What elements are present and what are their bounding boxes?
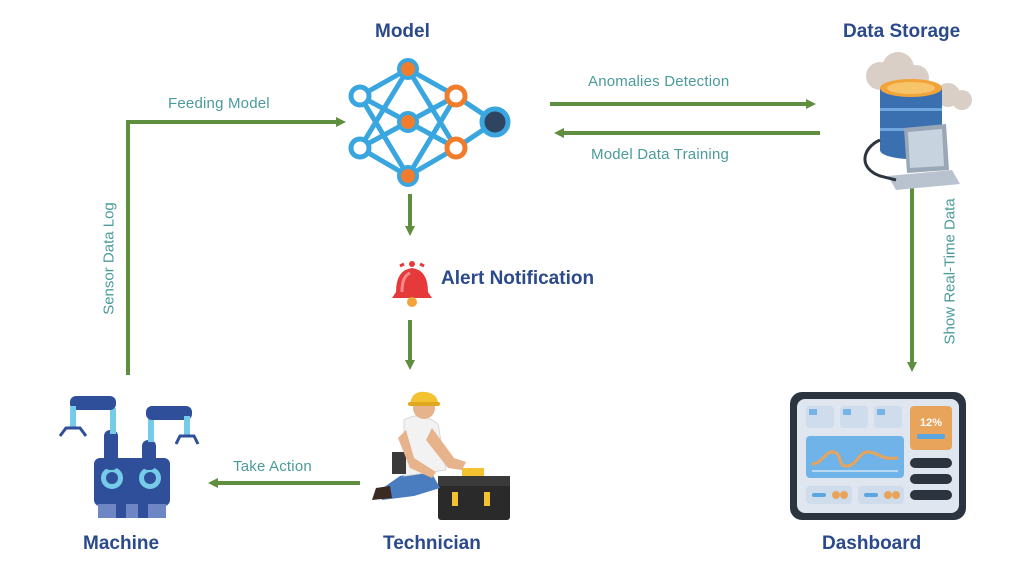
alert-notification-title: Alert Notification bbox=[441, 268, 595, 289]
model-title: Model bbox=[375, 21, 430, 42]
model-data-training-label: Model Data Training bbox=[591, 146, 730, 163]
technician-title: Technician bbox=[383, 533, 481, 554]
show-real-time-data-label: Show Real-Time Data bbox=[941, 198, 959, 345]
arrow-feeding-model bbox=[126, 117, 346, 375]
dashboard-title: Dashboard bbox=[822, 533, 922, 554]
data-storage-title: Data Storage bbox=[843, 21, 961, 42]
take-action-label: Take Action bbox=[233, 458, 312, 475]
machine-title: Machine bbox=[83, 533, 160, 554]
anomalies-detection-label: Anomalies Detection bbox=[588, 73, 730, 90]
feeding-model-label: Feeding Model bbox=[168, 95, 270, 112]
sensor-data-log-label: Sensor Data Log bbox=[100, 202, 118, 315]
